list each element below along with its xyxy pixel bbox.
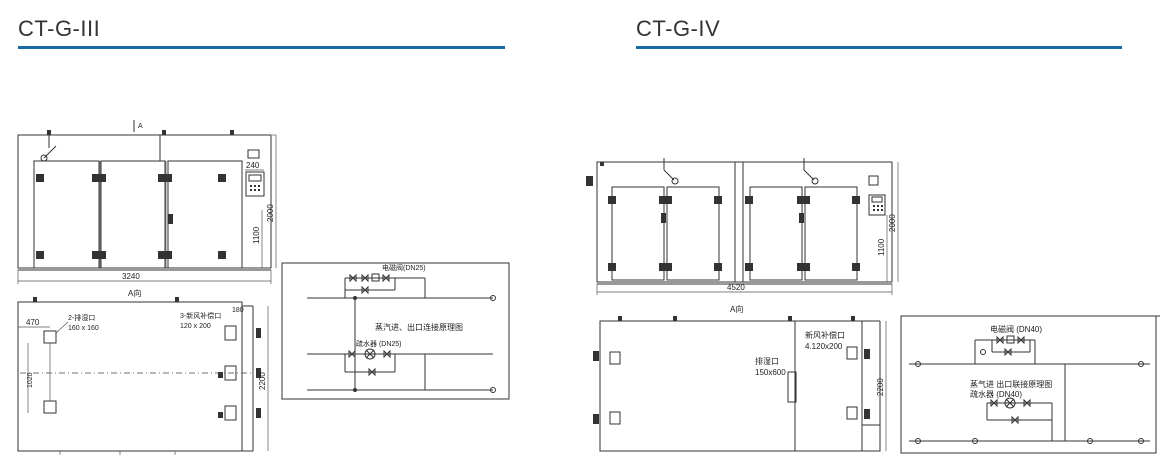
section-mark-a: A <box>138 123 143 130</box>
dim-right-left: 180 <box>232 307 244 314</box>
dim-height-total-left: 2000 <box>266 204 275 222</box>
dim-depth-right: 2200 <box>876 378 885 396</box>
left-steam-schematic: 电磁阀(DN25) 蒸汽进、出口连接原理图 疏水器 (DN25) <box>281 262 510 400</box>
dim-height-door-left: 1100 <box>252 226 261 244</box>
view-label-a-right: A向 <box>730 304 743 314</box>
inlet-size-right: 4.120x200 <box>805 342 843 351</box>
dim-height-door-right: 1100 <box>877 238 886 256</box>
dim-panel-left: 240 <box>246 161 260 170</box>
inlet-label-right: 新风补偿口 <box>805 330 845 340</box>
valve-label-right: 电磁阀 (DN40) <box>990 324 1042 334</box>
outlet-size-left: 160 x 160 <box>68 325 99 332</box>
trap-label-left: 疏水器 (DN25) <box>356 339 402 348</box>
left-top-view: A向 470 2-排湿口 160 x 160 3 <box>17 288 269 455</box>
left-front-view: A 3240 2000 1100 240 <box>17 120 277 284</box>
dim-offset-left: 470 <box>26 318 40 327</box>
trap-label-right: 疏水器 (DN40) <box>970 389 1022 399</box>
dim-width-right: 4520 <box>727 283 745 292</box>
view-label-a-left: A向 <box>128 288 141 298</box>
right-steam-schematic: 电磁阀 (DN40) 蒸气进 出口联接原理图 疏水器 (DN40) <box>900 315 1160 454</box>
dim-inner-left: 1020 <box>27 372 34 388</box>
outlet-size-right: 150x600 <box>755 368 786 377</box>
schematic-caption-right: 蒸气进 出口联接原理图 <box>970 379 1052 389</box>
title-rule-left <box>18 46 505 49</box>
right-front-view: 4520 1100 2000 <box>586 158 899 295</box>
outlet-label-left: 2-排湿口 <box>68 313 95 322</box>
model-title-right: CT-G-IV <box>636 16 721 41</box>
schematic-caption-left: 蒸汽进、出口连接原理图 <box>375 322 463 332</box>
inlet-size-left: 120 x 200 <box>180 323 211 330</box>
title-rule-right <box>636 46 1122 49</box>
inlet-label-left: 3-新风补偿口 <box>180 311 221 320</box>
valve-label-left: 电磁阀(DN25) <box>382 263 426 272</box>
outlet-label-right: 排湿口 <box>755 356 779 366</box>
dim-height-total-right: 2000 <box>888 214 897 232</box>
model-title-left: CT-G-III <box>18 16 101 41</box>
right-top-view: A向 新风补偿口 4.120x200 排湿口 150x600 2200 <box>593 304 887 452</box>
dim-width-left: 3240 <box>122 272 140 281</box>
dim-depth-left: 2200 <box>258 372 267 390</box>
